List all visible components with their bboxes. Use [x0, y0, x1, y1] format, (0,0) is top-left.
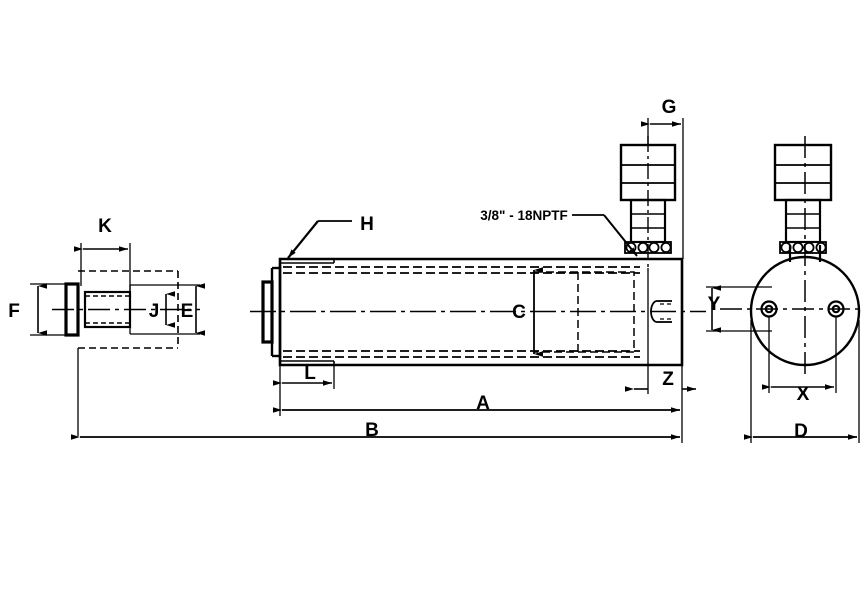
dimension-B: [71, 416, 683, 443]
dimension-A: [273, 389, 683, 416]
dimension-F: [30, 283, 70, 336]
leader-H: [287, 220, 352, 259]
dimension-label-Z: Z: [662, 369, 674, 390]
dimension-label-C: C: [512, 302, 526, 323]
dimension-X: [762, 317, 837, 393]
dimension-label-X: X: [797, 384, 810, 405]
dimension-Y: [706, 285, 772, 333]
hydraulic-port-right-view: [773, 143, 833, 254]
left-end-view: [30, 243, 205, 436]
gland-step-lines: [280, 259, 335, 365]
dimension-D: [744, 320, 860, 443]
dimension-label-F: F: [8, 301, 20, 322]
dimension-label-J: J: [149, 301, 160, 322]
port-hex-nut-right: [779, 241, 827, 254]
hydraulic-port: [619, 136, 677, 268]
side-view: [71, 118, 706, 443]
dimension-L: [273, 365, 335, 389]
dimension-E: [129, 283, 205, 336]
right-end-view: [706, 136, 862, 443]
dimension-label-K: K: [98, 216, 112, 237]
right-view-centerlines: [720, 136, 862, 375]
leader-port-thread: [572, 214, 638, 257]
dimension-label-B: B: [365, 420, 379, 441]
dimension-label-G: G: [662, 97, 677, 118]
dimension-label-E: E: [181, 301, 194, 322]
dimension-label-A: A: [476, 393, 490, 414]
dimension-label-H: H: [360, 214, 374, 235]
dimension-label-Y: Y: [708, 294, 721, 315]
note-port-thread: 3/8" - 18NPTF: [480, 208, 567, 223]
dimension-label-L: L: [304, 363, 316, 384]
cap-mounting-hole: [650, 300, 674, 323]
dimension-G: [641, 118, 684, 259]
dimension-label-D: D: [794, 421, 808, 442]
cylinder-bore-hidden-lines: [283, 266, 640, 358]
dimension-Z: [625, 268, 696, 394]
